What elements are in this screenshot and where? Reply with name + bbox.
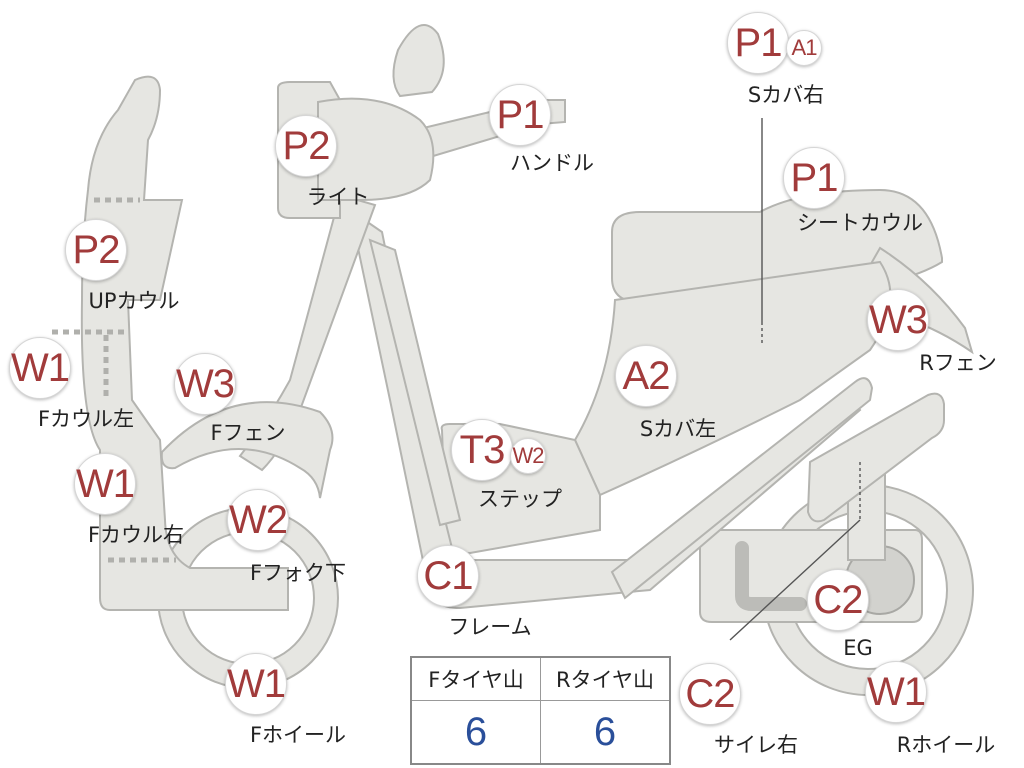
- part-label: Fホイール: [249, 723, 347, 747]
- part-code-badge: C2: [679, 663, 741, 725]
- part-label: シートカウル: [797, 211, 923, 235]
- part-code-badge: P1: [727, 12, 789, 74]
- part-code-badge: A2: [615, 345, 677, 407]
- part-sub-code-badge: A1: [786, 30, 822, 66]
- part-code-badge: W2: [227, 489, 289, 551]
- part-label: Rホイール: [896, 733, 996, 757]
- swing-bar-shape: [610, 377, 874, 600]
- part-label: UPカウル: [88, 289, 180, 313]
- rear-tire-header: Rタイヤ山: [540, 656, 671, 701]
- part-label: Rフェン: [919, 351, 997, 375]
- part-code-badge: C2: [807, 569, 869, 631]
- part-label: ハンドル: [510, 151, 594, 175]
- part-code-badge: W3: [174, 353, 236, 415]
- exhaust-pipe-shape: [735, 541, 807, 611]
- front-tire-header: Fタイヤ山: [410, 656, 541, 701]
- part-code-badge: W1: [9, 337, 71, 399]
- mirror-shape: [392, 24, 445, 98]
- muffler-right-leader: [729, 519, 861, 641]
- part-label: サイレ右: [714, 733, 798, 757]
- part-label: Sカバ左: [639, 417, 717, 441]
- part-label: ライト: [306, 185, 370, 209]
- part-code-badge: P1: [783, 147, 845, 209]
- part-label: Fフォク下: [249, 561, 347, 585]
- part-label: ステップ: [478, 487, 562, 511]
- front-tire-value: 6: [410, 700, 541, 765]
- part-label: Fカウル左: [37, 407, 135, 431]
- front-fender-shape: [160, 401, 334, 499]
- part-code-badge: P1: [489, 84, 551, 146]
- muffler-shape: [806, 392, 945, 523]
- part-code-badge: W1: [225, 653, 287, 715]
- part-label: Fカウル右: [87, 523, 185, 547]
- part-code-badge: W1: [74, 453, 136, 515]
- part-label: フレーム: [448, 615, 532, 639]
- rear-tire-value: 6: [540, 700, 671, 765]
- part-code-badge: T3: [451, 419, 513, 481]
- part-sub-code-badge: W2: [510, 438, 546, 474]
- part-code-badge: W3: [867, 289, 929, 351]
- part-label: EG: [843, 636, 873, 660]
- part-label: Fフェン: [210, 421, 286, 445]
- part-code-badge: P2: [65, 219, 127, 281]
- part-code-badge: W1: [865, 661, 927, 723]
- part-code-badge: C1: [417, 545, 479, 607]
- part-label: Sカバ右: [747, 83, 825, 107]
- frame-diagonal-shape: [368, 238, 462, 527]
- tire-tread-table: Fタイヤ山 Rタイヤ山 6 6: [410, 656, 671, 765]
- part-code-badge: P2: [275, 115, 337, 177]
- handle-cover-shape: [317, 97, 435, 201]
